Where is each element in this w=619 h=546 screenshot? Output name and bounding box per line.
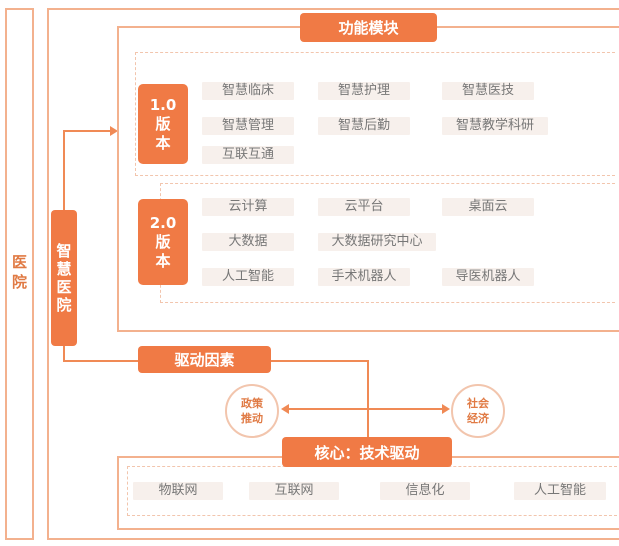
v1-item: 智慧后勤 (318, 117, 410, 135)
connector-drive-down (367, 360, 369, 437)
v1-item: 智慧教学科研 (442, 117, 548, 135)
policy-social-arrow-line (288, 408, 444, 410)
policy-label: 政策推动 (241, 397, 263, 425)
version-2-pill: 2.0 版 本 (138, 199, 188, 285)
core-title: 核心：技术驱动 (282, 437, 452, 467)
v1-item: 智慧护理 (318, 82, 410, 100)
smart-hospital-node: 智慧医院 (51, 210, 77, 346)
v1-item: 智慧医技 (442, 82, 534, 100)
version-1-char-2: 本 (155, 133, 171, 152)
version-1-pill: 1.0 版 本 (138, 84, 188, 164)
version-2-char-2: 本 (155, 251, 171, 270)
core-item: 人工智能 (514, 482, 606, 500)
core-item: 物联网 (133, 482, 223, 500)
v1-item: 智慧管理 (202, 117, 294, 135)
arrow-right-head (442, 404, 450, 414)
v2-item: 人工智能 (202, 268, 294, 286)
policy-circle: 政策推动 (225, 384, 279, 438)
connector-bottom-horizontal (63, 360, 138, 362)
social-label: 社会经济 (467, 397, 489, 425)
arrow-left-head (281, 404, 289, 414)
core-item: 信息化 (380, 482, 470, 500)
v1-item: 互联互通 (202, 146, 294, 164)
core-item: 互联网 (249, 482, 339, 500)
connector-top-vertical (63, 130, 65, 210)
v2-item: 大数据研究中心 (318, 233, 436, 251)
version-1-number: 1.0 (149, 95, 177, 114)
version-2-number: 2.0 (149, 213, 177, 232)
v2-item: 桌面云 (442, 198, 534, 216)
connector-bottom-vertical (63, 346, 65, 361)
v1-group (135, 52, 615, 176)
v2-item: 大数据 (202, 233, 294, 251)
driving-factors-title: 驱动因素 (138, 346, 271, 373)
version-1-char-1: 版 (155, 114, 171, 133)
v2-item: 导医机器人 (442, 268, 534, 286)
connector-top-horizontal (64, 130, 112, 132)
social-circle: 社会经济 (451, 384, 505, 438)
version-2-char-1: 版 (155, 232, 171, 251)
v2-item: 云计算 (202, 198, 294, 216)
v2-item: 手术机器人 (318, 268, 410, 286)
main-frame (47, 8, 619, 540)
function-module-title: 功能模块 (300, 13, 437, 42)
arrow-to-function-module (110, 126, 118, 136)
hospital-label: 医院 (11, 253, 27, 291)
left-frame (5, 8, 34, 540)
v2-item: 云平台 (318, 198, 410, 216)
v1-item: 智慧临床 (202, 82, 294, 100)
connector-drive-right (271, 360, 369, 362)
